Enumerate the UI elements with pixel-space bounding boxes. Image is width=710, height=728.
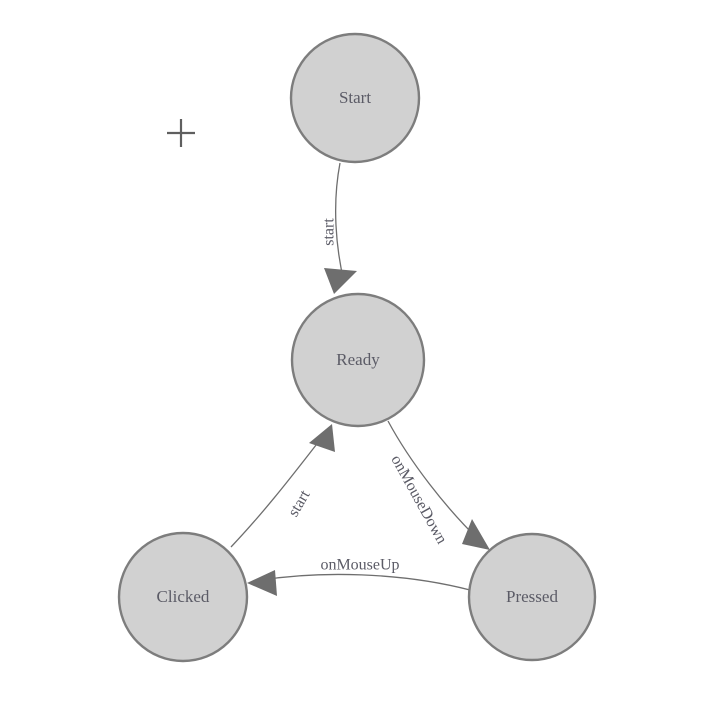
edge-label-pressed-to-clicked: onMouseUp (320, 557, 399, 574)
edge-ready-to-pressed[interactable]: onMouseDown (387, 420, 490, 550)
edge-clicked-to-ready[interactable]: start (230, 424, 335, 548)
crosshair-icon (167, 119, 195, 147)
node-pressed-circle (467, 532, 597, 662)
node-ready-circle (290, 292, 426, 428)
node-ready-label: Ready (336, 350, 380, 369)
edge-path-pressed-to-clicked (261, 573, 471, 591)
node-clicked-label: Clicked (157, 587, 210, 606)
node-start[interactable]: Start (289, 32, 421, 164)
node-pressed[interactable]: Pressed (467, 532, 597, 662)
node-clicked[interactable]: Clicked (117, 531, 249, 663)
arrowhead-ready-to-pressed (462, 519, 490, 550)
node-start-label: Start (339, 88, 371, 107)
arrowhead-start-to-ready (324, 268, 357, 294)
edge-path-clicked-to-ready (230, 439, 321, 548)
arrowhead-clicked-to-ready (309, 424, 335, 452)
edge-label-start-to-ready: start (321, 218, 338, 246)
node-start-circle (289, 32, 421, 164)
edge-label-clicked-to-ready: start (285, 487, 314, 520)
node-ready[interactable]: Ready (290, 292, 426, 428)
arrowhead-pressed-to-clicked (247, 570, 277, 596)
edge-pressed-to-clicked[interactable]: onMouseUp (247, 557, 471, 596)
edge-path-ready-to-pressed (387, 420, 480, 541)
node-pressed-label: Pressed (506, 587, 558, 606)
edge-start-to-ready[interactable]: start (321, 162, 357, 294)
node-clicked-circle (117, 531, 249, 663)
edge-label-ready-to-pressed: onMouseDown (387, 452, 450, 547)
